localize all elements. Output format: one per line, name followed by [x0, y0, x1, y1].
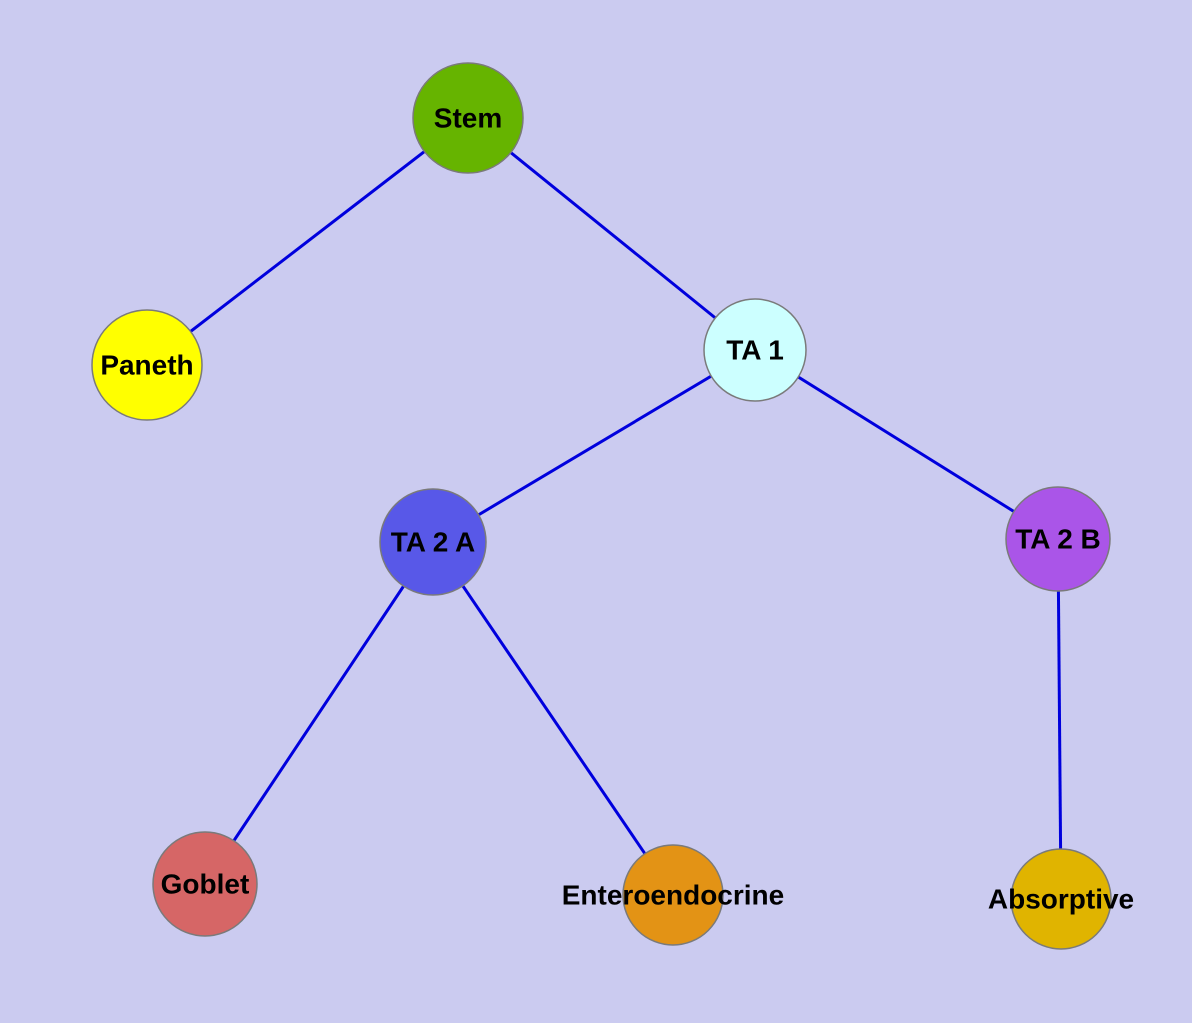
node-circle-ta-1[interactable] [703, 298, 807, 402]
node-ta-1[interactable]: TA 1 [703, 298, 807, 402]
node-circle-paneth[interactable] [91, 309, 203, 421]
edge-ta-2-a-to-goblet [203, 541, 435, 885]
node-circle-goblet[interactable] [152, 831, 258, 937]
node-ta-2-b[interactable]: TA 2 B [1005, 486, 1111, 592]
node-ta-2-a[interactable]: TA 2 A [379, 488, 487, 596]
node-circle-stem[interactable] [412, 62, 524, 174]
node-enteroendocrine[interactable]: Enteroendocrine [562, 844, 784, 946]
node-absorptive[interactable]: Absorptive [988, 848, 1134, 950]
edge-stem-to-ta-1 [467, 116, 756, 352]
node-circle-ta-2-b[interactable] [1005, 486, 1111, 592]
node-circle-absorptive[interactable] [1010, 848, 1112, 950]
node-paneth[interactable]: Paneth [91, 309, 203, 421]
node-stem[interactable]: Stem [412, 62, 524, 174]
node-circle-enteroendocrine[interactable] [622, 844, 724, 946]
edge-stem-to-paneth [146, 116, 469, 367]
edge-ta-2-a-to-enteroendocrine [431, 541, 675, 896]
edge-ta-1-to-ta-2-b [754, 348, 1059, 541]
edge-ta-1-to-ta-2-a [432, 348, 756, 544]
node-goblet[interactable]: Goblet [152, 831, 258, 937]
edge-ta-2-b-to-absorptive [1056, 538, 1063, 900]
node-circle-ta-2-a[interactable] [379, 488, 487, 596]
